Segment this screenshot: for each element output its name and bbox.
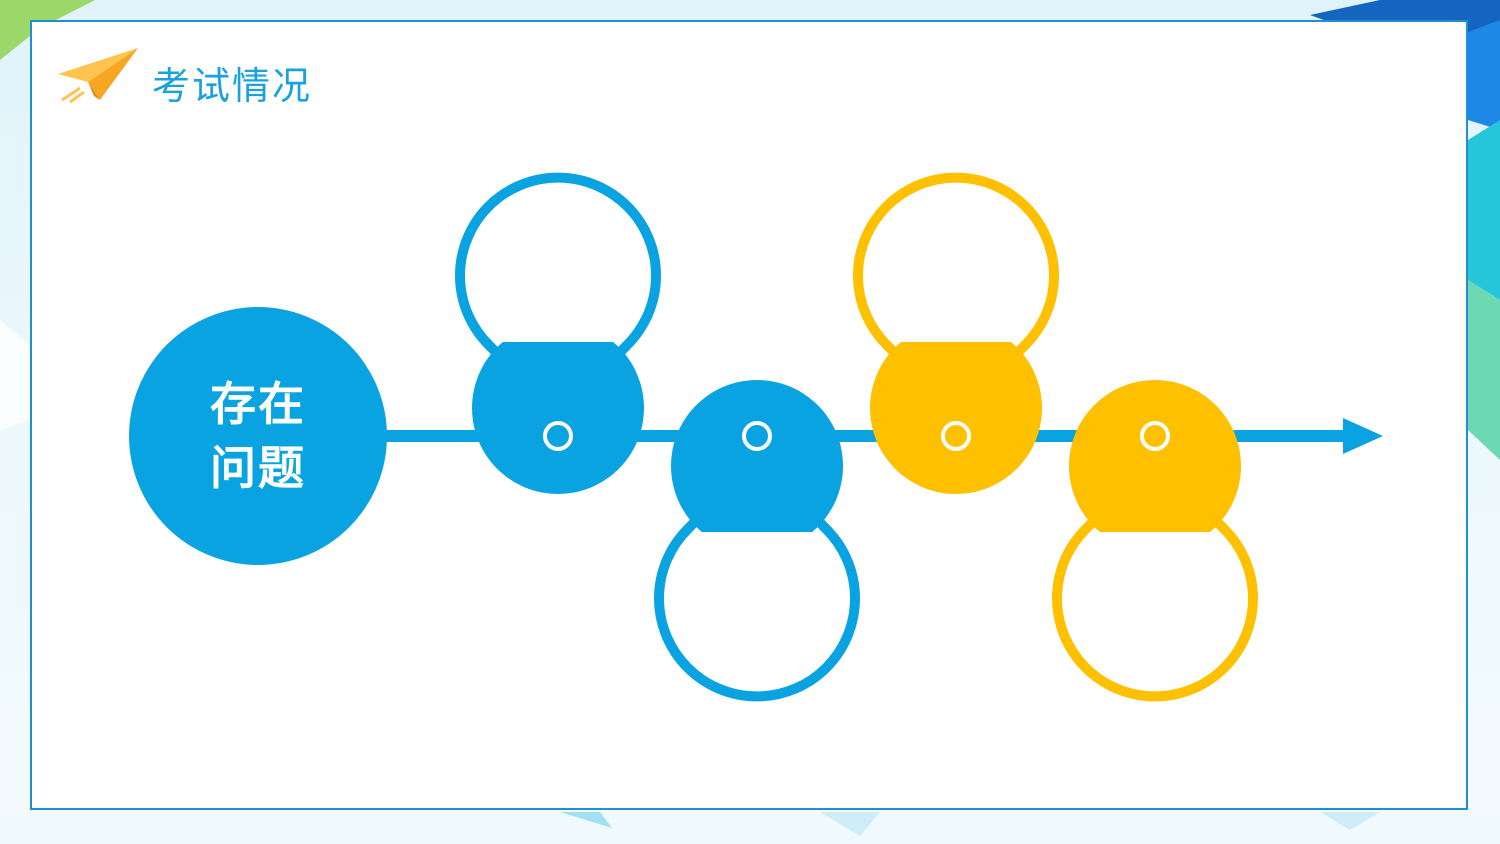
pin-text-line: 基础知识不: [505, 228, 611, 252]
pin-text-line: 检查，自己: [1102, 578, 1208, 602]
pin-text-3: 应用题不认真读题，盲目列式计算。: [881, 224, 1031, 320]
timeline-node-3: [941, 421, 971, 451]
top-left-leaf: [0, 0, 95, 60]
pin-fill-1: [471, 342, 644, 494]
timeline-node-2: [742, 421, 772, 451]
timeline-node-4: [1140, 421, 1170, 451]
pin-text-2: 计算题不细心，漏算， 错算。: [682, 552, 832, 648]
pin-text-line: 灵活应用: [516, 292, 600, 316]
bottom-crystal-2: [820, 812, 880, 836]
pin-text-4: 算完不认真检查，自己觉得答得很好。: [1080, 542, 1230, 670]
right-shape-green: [1468, 280, 1500, 460]
pin-fill-2: [671, 380, 844, 532]
pin-fill-3: [870, 342, 1043, 494]
pin-text-line: 真读题，盲: [903, 260, 1009, 284]
pin-text-1: 基础知识不牢固，不能灵活应用: [483, 224, 633, 320]
pin-text-line: 心，漏算，: [704, 588, 810, 612]
center-circle: [129, 307, 387, 565]
bottom-strip: [0, 812, 1500, 844]
timeline-node-1: [543, 421, 573, 451]
pin-text-line: 牢固，不能: [505, 260, 611, 284]
center-label: 存在 问题: [130, 372, 386, 500]
timeline-arrowhead: [1343, 418, 1383, 454]
right-shape-teal: [1468, 120, 1500, 300]
pins-group: [455, 172, 1258, 702]
pin-text-line: 好。: [1134, 642, 1176, 666]
pin-text-line: 觉得答得很: [1102, 610, 1208, 634]
pin-text-line: 错算。: [725, 620, 789, 644]
pin-fill-4: [1069, 380, 1242, 532]
center-label-line2: 问题: [210, 441, 306, 495]
left-cloud: [0, 320, 30, 430]
bottom-crystal-1: [560, 812, 612, 828]
page-title: 考试情况: [152, 64, 313, 108]
center-label-line1: 存在: [210, 377, 306, 431]
pin-text-line: 应用题不认: [903, 228, 1009, 252]
pin-text-line: 算完不认真: [1102, 546, 1208, 570]
paper-plane-icon: [58, 48, 138, 104]
pin-text-line: 目列式计算。: [893, 292, 1019, 316]
pin-text-line: 计算题不细: [704, 556, 810, 580]
bottom-crystal-3: [1320, 812, 1380, 830]
